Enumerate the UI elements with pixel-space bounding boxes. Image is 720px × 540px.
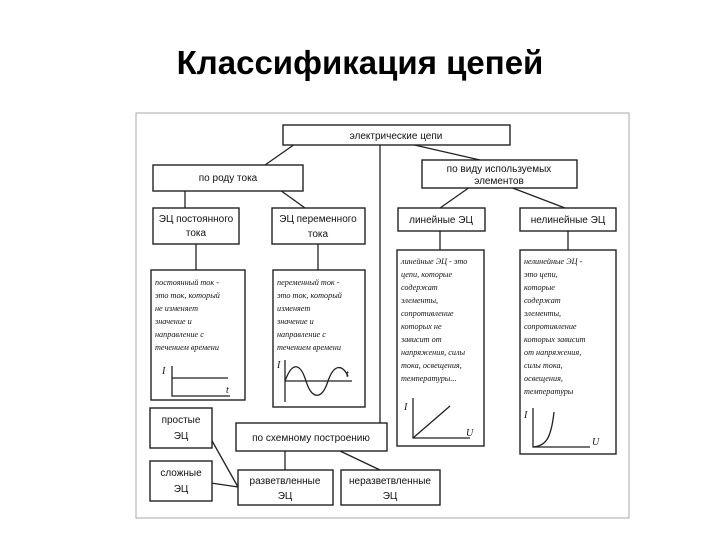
nonlinear-desc-line: это цепи, bbox=[524, 270, 558, 279]
ac-desc-line: значение и bbox=[276, 317, 314, 326]
branched-label-1: разветвленные bbox=[250, 476, 321, 487]
linear-desc-line: напряжения, силы bbox=[401, 348, 466, 357]
structure-to-unbranched-line bbox=[339, 450, 381, 471]
dc-desc-line: постоянный ток - bbox=[155, 278, 219, 287]
linear-desc-line: цепи, которые bbox=[401, 270, 452, 279]
nonlinear-box bbox=[519, 207, 617, 232]
ac-circuit-label-2: тока bbox=[308, 229, 329, 240]
linear-desc-line: зависит от bbox=[400, 335, 442, 344]
dc-description: постоянный ток - это ток, который не изм… bbox=[150, 269, 246, 401]
ac-circuit-label-1: ЭЦ переменного bbox=[279, 214, 357, 225]
linear-label: линейные ЭЦ bbox=[409, 215, 473, 226]
diagram-frame bbox=[135, 112, 630, 519]
linear-desc-line: линейные ЭЦ - это bbox=[400, 257, 467, 266]
complex-to-branched-line bbox=[210, 482, 239, 488]
linear-desc-line: температуры... bbox=[401, 374, 457, 383]
ac-desc-line: течением времени bbox=[277, 343, 341, 352]
branched-box bbox=[237, 469, 334, 506]
linear-plot-voltage-label: U bbox=[466, 428, 474, 439]
connectors bbox=[184, 143, 569, 488]
dc-desc-line: направление с bbox=[155, 330, 204, 339]
nonlinear-label: нелинейные ЭЦ bbox=[531, 215, 606, 226]
nonlinear-desc-line: силы тока, bbox=[524, 361, 563, 370]
nonlinear-desc-line: которых зависит bbox=[524, 335, 586, 344]
nonlinear-desc-line: сопротивление bbox=[524, 322, 577, 331]
nonlinear-desc-line: от напряжения, bbox=[524, 348, 581, 357]
linear-desc-line: которых не bbox=[401, 322, 442, 331]
ac-plot: I t bbox=[276, 360, 352, 402]
nonlinear-desc-line: элементы, bbox=[524, 309, 561, 318]
nonlinear-desc-line: содержат bbox=[524, 296, 561, 305]
nonlinear-plot-current-label: I bbox=[523, 410, 528, 421]
by-structure-label: по схемному построению bbox=[252, 433, 370, 444]
simple-label-1: простые bbox=[162, 415, 201, 426]
linear-plot: I U bbox=[403, 398, 474, 439]
linear-desc-line: тока, освещения, bbox=[401, 361, 462, 370]
dc-plot-current-label: I bbox=[161, 366, 166, 377]
ac-plot-time-label: t bbox=[346, 369, 349, 380]
by-elements-box bbox=[421, 159, 578, 189]
complex-label-2: ЭЦ bbox=[174, 484, 189, 495]
by-structure-box bbox=[235, 422, 388, 452]
ac-circuit-box bbox=[271, 207, 366, 245]
root-box bbox=[282, 124, 511, 146]
unbranched-box bbox=[340, 469, 441, 506]
root-to-by-elements-line bbox=[409, 143, 481, 161]
slide-title: Классификация цепей bbox=[176, 44, 544, 81]
dc-circuit-box bbox=[152, 207, 240, 245]
nonlinear-plot-voltage-label: U bbox=[592, 437, 600, 448]
root-label: электрические цепи bbox=[350, 131, 443, 142]
linear-plot-current-label: I bbox=[403, 402, 408, 413]
simple-label-2: ЭЦ bbox=[174, 431, 189, 442]
dc-desc-line: это ток, который bbox=[155, 291, 221, 300]
ac-desc-line: направление с bbox=[277, 330, 326, 339]
by-elements-label-1: по виду используемых bbox=[447, 164, 552, 175]
complex-box bbox=[149, 460, 213, 502]
dc-plot-time-label: t bbox=[226, 385, 229, 396]
linear-desc-line: содержат bbox=[401, 283, 438, 292]
by-current-box bbox=[152, 164, 304, 192]
ac-desc-box bbox=[272, 269, 366, 408]
by-elements-label-2: элементов bbox=[474, 176, 524, 187]
ac-plot-sine-curve bbox=[284, 366, 349, 396]
dc-plot-axes bbox=[171, 366, 230, 397]
unbranched-label-1: неразветвленные bbox=[349, 476, 431, 487]
ac-description: переменный ток - это ток, который изменя… bbox=[272, 269, 366, 408]
linear-description: линейные ЭЦ - это цепи, которые содержат… bbox=[396, 249, 485, 447]
dc-plot: I t bbox=[161, 366, 230, 397]
linear-box bbox=[397, 207, 486, 232]
dc-desc-line: не изменяет bbox=[155, 304, 198, 313]
ac-desc-line: переменный ток - bbox=[277, 278, 340, 287]
ac-plot-current-label: I bbox=[276, 360, 281, 371]
nonlinear-description: нелинейные ЭЦ - это цепи, которые содерж… bbox=[519, 249, 617, 455]
nonlinear-plot: I U bbox=[523, 408, 600, 448]
linear-desc-line: элементы, bbox=[401, 296, 438, 305]
simple-box bbox=[149, 407, 213, 449]
root-to-by-current-line bbox=[264, 143, 296, 166]
dc-desc-line: течением времени bbox=[155, 343, 219, 352]
simple-to-branched-line bbox=[210, 438, 239, 488]
to-ac-line bbox=[279, 189, 306, 209]
dc-circuit-label-2: тока bbox=[186, 228, 207, 239]
nonlinear-desc-line: освещения, bbox=[524, 374, 563, 383]
to-nonlinear-line bbox=[509, 186, 566, 209]
ac-desc-line: это ток, который bbox=[277, 291, 343, 300]
linear-desc-line: сопротивление bbox=[401, 309, 454, 318]
dc-desc-line: значение и bbox=[154, 317, 192, 326]
linear-plot-line bbox=[412, 405, 451, 439]
by-current-label: по роду тока bbox=[199, 173, 258, 184]
nonlinear-desc-line: которые bbox=[524, 283, 555, 292]
nonlinear-desc-box bbox=[519, 249, 617, 455]
nonlinear-plot-curve bbox=[532, 411, 555, 448]
dc-circuit-label-1: ЭЦ постоянного bbox=[159, 214, 234, 225]
linear-desc-box bbox=[396, 249, 485, 447]
complex-label-1: сложные bbox=[160, 468, 202, 479]
ac-desc-line: изменяет bbox=[277, 304, 310, 313]
to-linear-line bbox=[439, 186, 471, 209]
nonlinear-desc-line: температуры bbox=[524, 387, 574, 396]
unbranched-label-2: ЭЦ bbox=[383, 491, 398, 502]
branched-label-2: ЭЦ bbox=[278, 491, 293, 502]
nonlinear-desc-line: нелинейные ЭЦ - bbox=[524, 257, 583, 266]
